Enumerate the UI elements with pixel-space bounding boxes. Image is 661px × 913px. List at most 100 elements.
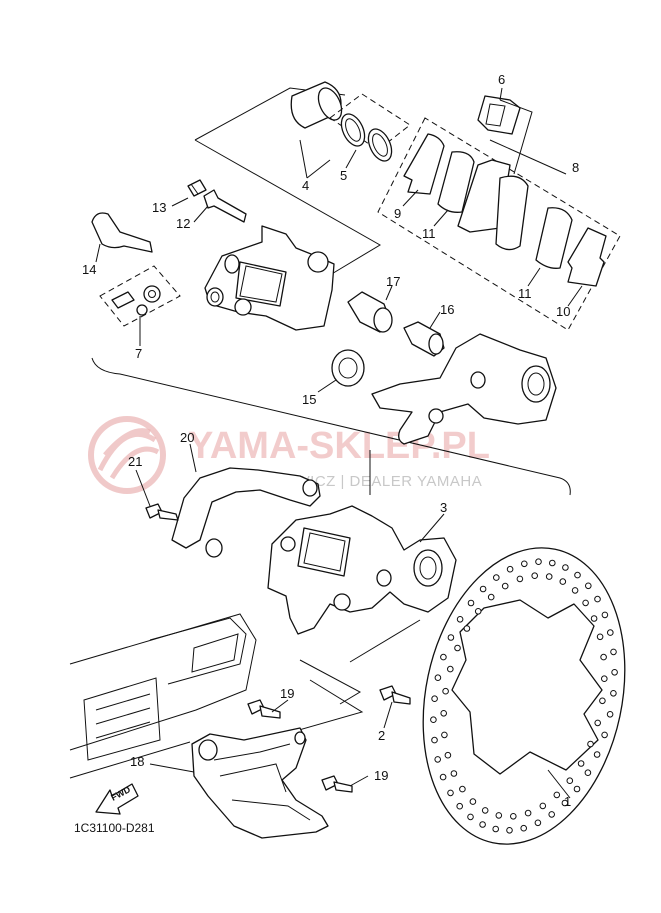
- disc-holes: [430, 558, 618, 834]
- watermark-logo: [88, 416, 166, 494]
- disc-hole: [610, 648, 617, 656]
- disc-hole: [447, 665, 454, 673]
- caliper-slide-pin: [91, 212, 153, 253]
- callout-10: 10: [556, 304, 570, 319]
- callout-15: 15: [302, 392, 316, 407]
- disc-hole: [549, 559, 556, 567]
- disc-hole: [447, 789, 454, 797]
- disc-hole: [481, 807, 489, 814]
- disc-hole: [456, 802, 464, 810]
- pad-shim-right: [567, 227, 607, 287]
- watermark: YAMA-SKLEP.PL DOWICZ | DEALER YAMAHA: [88, 416, 490, 494]
- disc-hole: [539, 802, 547, 810]
- piston-seals: [329, 93, 411, 162]
- callout-2: 2: [378, 728, 385, 743]
- disc-hole: [574, 571, 581, 579]
- brake-pad-pair: [457, 159, 529, 251]
- caliper-assembly: [267, 505, 457, 635]
- disc-hole: [430, 716, 437, 724]
- kit-outline-2: [194, 139, 381, 276]
- pad-pin: [203, 189, 247, 223]
- disc-hole: [601, 731, 608, 739]
- disc-hole: [506, 565, 514, 573]
- disc-hole: [559, 578, 567, 585]
- section-divider: [91, 357, 571, 496]
- bleed-screw-box: [99, 265, 181, 327]
- disc-hole: [442, 687, 449, 695]
- disc-hole: [607, 629, 614, 636]
- disc-hole: [531, 572, 539, 580]
- disc-hole: [535, 558, 542, 566]
- disc-hole: [463, 625, 471, 632]
- caliper-body-upper: [204, 225, 335, 331]
- disc-bolt: [379, 685, 411, 705]
- disc-hole: [474, 608, 482, 615]
- diagram-code: 1C31100-D281: [74, 821, 155, 835]
- guard-bolt-upper: [247, 699, 281, 719]
- leader-box-a: [299, 659, 362, 705]
- disc-hole: [548, 811, 556, 818]
- callout-8: 8: [572, 160, 579, 175]
- disc-hole: [479, 585, 487, 593]
- disc-hole: [545, 573, 553, 580]
- disc-hole: [610, 690, 617, 697]
- disc-hole: [524, 809, 532, 817]
- disc-guard: [191, 727, 329, 839]
- disc-hole: [479, 821, 486, 828]
- disc-hole: [459, 785, 466, 793]
- callout-4: 4: [302, 178, 309, 193]
- disc-hole: [571, 587, 579, 594]
- disc-hole: [566, 777, 574, 785]
- disc-hole: [553, 791, 561, 799]
- disc-hole: [534, 819, 542, 827]
- callout-13: 13: [152, 200, 166, 215]
- disc-hole: [431, 695, 438, 703]
- callout-19-lower: 19: [374, 768, 388, 783]
- disc-hole: [510, 813, 517, 820]
- callout-18: 18: [130, 754, 144, 769]
- pad-spring: [477, 95, 521, 135]
- disc-hole: [520, 824, 528, 832]
- disc-hole: [506, 827, 513, 834]
- disc-hole: [440, 710, 448, 717]
- callout-3: 3: [440, 500, 447, 515]
- disc-hole: [450, 770, 458, 777]
- disc-hole: [611, 669, 618, 676]
- callout-11-left: 11: [422, 226, 436, 241]
- callout-9: 9: [394, 206, 401, 221]
- caliper-bracket-upper: [371, 333, 557, 445]
- disc-hole: [441, 731, 448, 739]
- callout-17: 17: [386, 274, 400, 289]
- pad-shim-left: [403, 133, 445, 195]
- guard-bracket-bolt: [145, 503, 179, 521]
- callout-11-right: 11: [518, 286, 532, 301]
- leader-lines: [95, 87, 583, 799]
- disc-hole: [593, 751, 601, 758]
- callout-21: 21: [128, 454, 142, 469]
- disc-hole: [454, 644, 461, 652]
- callout-7: 7: [135, 346, 142, 361]
- watermark-brand: YAMA-SKLEP.PL: [188, 425, 490, 467]
- disc-hole: [561, 799, 569, 807]
- callout-14: 14: [82, 262, 96, 277]
- disc-hole: [444, 751, 452, 759]
- disc-hole: [596, 633, 604, 641]
- callout-5: 5: [340, 168, 347, 183]
- disc-hole: [601, 611, 609, 619]
- disc-hole: [585, 582, 592, 590]
- disc-hole: [439, 773, 447, 781]
- disc-hole: [594, 595, 601, 603]
- disc-hole: [467, 813, 474, 821]
- disc-hole: [587, 740, 594, 748]
- guard-bolt-lower: [321, 775, 353, 793]
- disc-hole: [516, 575, 524, 583]
- disc-hole: [600, 653, 607, 661]
- disc-hole: [434, 756, 442, 763]
- callout-19-upper: 19: [280, 686, 294, 701]
- brake-disc: [422, 547, 626, 845]
- disc-hole: [606, 711, 614, 718]
- slide-pin-boot: [347, 291, 393, 333]
- caliper-guard-bracket: [171, 467, 321, 558]
- disc-hole: [582, 599, 589, 607]
